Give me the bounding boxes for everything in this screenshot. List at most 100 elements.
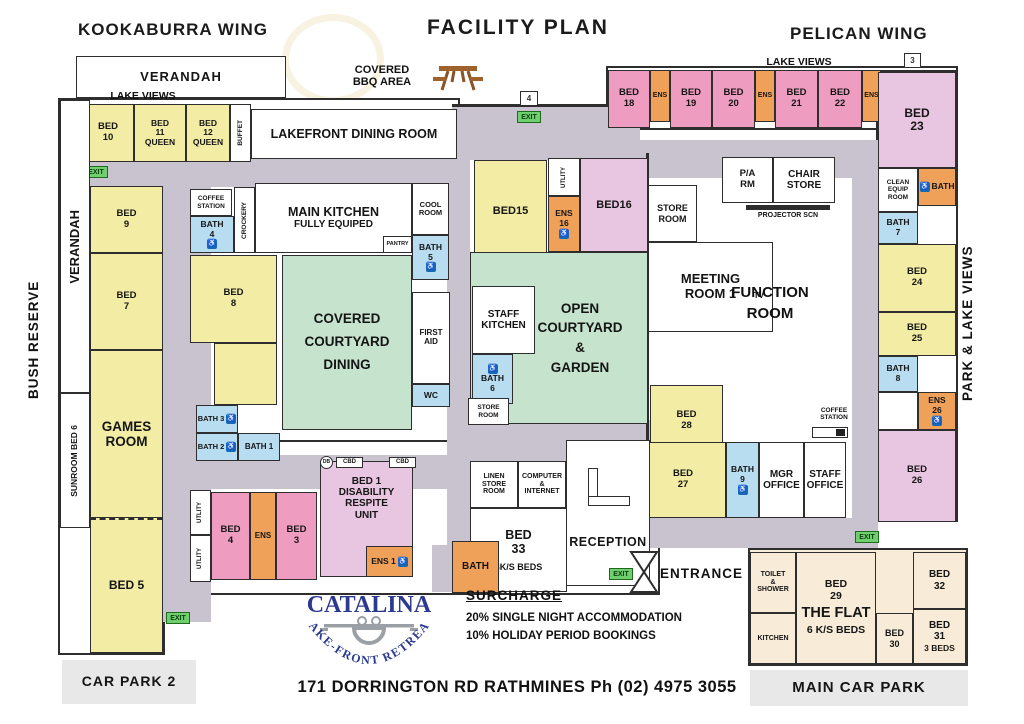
- accessible-icon: ♿: [226, 442, 237, 452]
- room-bed-4: BED 4: [211, 492, 250, 580]
- picnic-table-icon: [433, 66, 483, 91]
- surcharge-title: SURCHARGE: [466, 588, 563, 603]
- surcharge-line-1: 20% SINGLE NIGHT ACCOMMODATION: [466, 612, 682, 624]
- room-store-room-2: STORE ROOM: [468, 398, 509, 425]
- accessible-icon: ♿: [226, 414, 237, 424]
- room-ens-16: ENS 16♿: [548, 196, 580, 252]
- room-unlabeled: [878, 392, 918, 430]
- reception-desk: [588, 496, 630, 506]
- room-lakefront-dining: LAKEFRONT DINING ROOM: [251, 109, 457, 159]
- room-bed-24: BED 24: [878, 244, 956, 312]
- entrance-label: ENTRANCE: [660, 566, 744, 581]
- room-bed-5: BED 5: [90, 518, 163, 653]
- room-bath-bed33: BATH: [452, 541, 499, 593]
- room-bath-2: BATH 2♿: [196, 433, 238, 461]
- coffee-station-2-label: COFFEE STATION: [820, 407, 848, 421]
- room-utility-1: UTLITY: [190, 490, 211, 535]
- room-bath-3: BATH 3♿: [196, 405, 238, 433]
- room-mgr-office: MGR OFFICE: [759, 442, 804, 518]
- room-linen-store: LINEN STORE ROOM: [470, 461, 518, 508]
- corridor: [447, 460, 470, 545]
- seaplane-icon: [320, 616, 418, 645]
- room-bed-32: BED 32: [913, 552, 966, 609]
- car-park-2-label: CAR PARK 2: [62, 660, 196, 704]
- room-flat-kitchen: KITCHEN: [750, 613, 796, 664]
- projector-screen-label: PROJECTOR SCN: [757, 212, 819, 219]
- cbd-marker: CBD: [336, 457, 363, 468]
- room-bath-4: BATH 4♿: [190, 216, 234, 253]
- room-games-room: GAMES ROOM: [90, 350, 163, 518]
- room-computer-internet: COMPUTER & INTERNET: [518, 461, 566, 508]
- room-bed-3: BED 3: [276, 492, 317, 580]
- room-ens-20-21: ENS: [755, 70, 775, 122]
- room-bed-12: BED 12 QUEEN: [186, 104, 230, 162]
- main-car-park-label: MAIN CAR PARK: [750, 670, 968, 706]
- room-bed-7: BED 7: [90, 253, 163, 350]
- lake-views-right-label: LAKE VIEWS: [766, 56, 832, 68]
- room-verandah-top: VERANDAH: [76, 56, 286, 98]
- room-cool-room: COOL ROOM: [412, 183, 449, 235]
- room-clean-equip: CLEAN EQUIP ROOM: [878, 168, 918, 212]
- room-utility-3: UTLITY: [548, 158, 580, 196]
- room-ens-1: ENS 1♿: [366, 546, 413, 577]
- room-coffee-station-1: COFFEE STATION: [190, 189, 232, 216]
- accessible-icon: ♿: [207, 239, 217, 250]
- room-ens-3-4: ENS: [250, 492, 276, 580]
- watermark-circle: [282, 14, 384, 104]
- room-bed-9: BED 9: [90, 186, 163, 253]
- exit-sign: EXIT: [855, 531, 879, 543]
- corridor: [852, 140, 878, 544]
- pelican-wing-title: PELICAN WING: [790, 24, 928, 43]
- room-ens-18-19: ENS: [650, 70, 670, 122]
- corridor: [80, 157, 452, 187]
- room-bed-10: BED 10: [82, 104, 134, 162]
- room-bath-9: BATH 9♿: [726, 442, 759, 518]
- room-bed-26: BED 26: [878, 430, 956, 522]
- room-bath-5: BATH 5♿: [412, 235, 449, 280]
- function-room-label: FUNCTION ROOM: [731, 284, 809, 322]
- room-pa-rm: P/A RM: [722, 157, 773, 203]
- room-bed-22: BED 22: [818, 70, 862, 128]
- projector-screen: [746, 205, 830, 210]
- room-bed-11: BED 11 QUEEN: [134, 104, 186, 162]
- room-chair-store: CHAIR STORE: [773, 157, 835, 203]
- exit-sign: EXIT: [609, 568, 633, 580]
- address-line: 171 DORRINGTON RD RATHMINES Ph (02) 4975…: [297, 678, 737, 696]
- room-sunroom-bed-6: SUNROOM BED 6: [60, 393, 90, 528]
- accessible-icon: ♿: [919, 182, 930, 192]
- room-bed-20: BED 20: [712, 70, 755, 128]
- room-bath-1: BATH 1: [238, 433, 280, 461]
- room-crockery: CROCKERY: [234, 187, 255, 253]
- surcharge-line-2: 10% HOLIDAY PERIOD BOOKINGS: [466, 630, 656, 642]
- exit-sign: EXIT: [166, 612, 190, 624]
- room-ens-26: ENS 26♿: [918, 392, 956, 430]
- exit-sign: EXIT: [84, 166, 108, 178]
- room-staff-office: STAFF OFFICE: [804, 442, 846, 518]
- room-covered-courtyard-dining: COVERED COURTYARD DINING: [282, 255, 412, 430]
- tv-label: TV: [753, 291, 764, 301]
- room-bed-19: BED 19: [670, 70, 712, 128]
- door-3: 3: [904, 53, 921, 68]
- kookaburra-wing-title: KOOKABURRA WING: [78, 20, 269, 39]
- logo-name: CATALINA: [307, 592, 432, 618]
- lake-views-left-label: LAKE VIEWS: [110, 90, 176, 102]
- cbd-marker: CBD: [389, 457, 416, 468]
- page-title: FACILITY PLAN: [427, 16, 609, 39]
- corridor: [447, 155, 470, 460]
- park-lake-views-label: PARK & LAKE VIEWS: [960, 245, 975, 401]
- room-bath-8: BATH 8: [878, 356, 918, 392]
- room-bath-pelican: ♿BATH: [918, 168, 956, 206]
- accessible-icon: ♿: [397, 556, 408, 567]
- room-bed-21: BED 21: [775, 70, 818, 128]
- room-bed-25: BED 25: [878, 312, 956, 356]
- accessible-icon: ♿: [932, 415, 942, 426]
- accessible-icon: ♿: [425, 262, 436, 273]
- room-bath-7: BATH 7: [878, 212, 918, 244]
- room-bed-18: BED 18: [608, 70, 650, 128]
- room-bed-8: BED 8: [190, 255, 277, 343]
- door-4: 4: [520, 91, 538, 106]
